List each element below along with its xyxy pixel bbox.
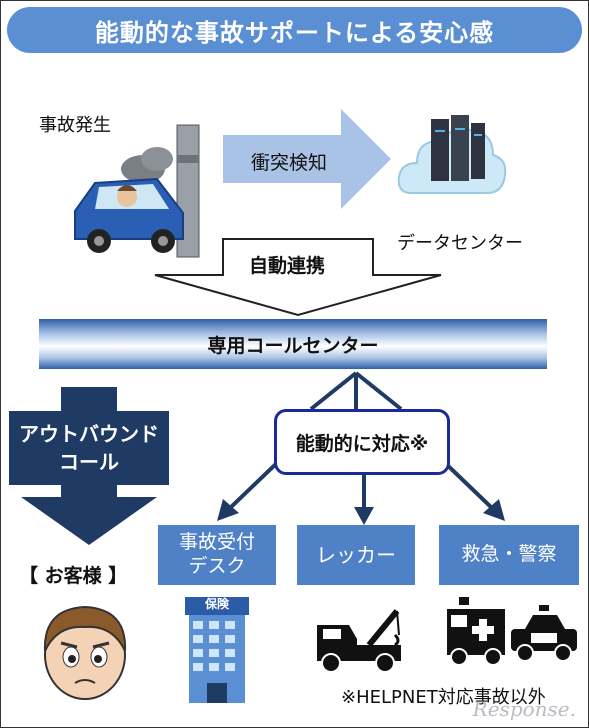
accident-desk-box: 事故受付 デスク [158,525,276,585]
accident-desk-line2: デスク [188,555,246,577]
proactive-response-box: 能動的に対応※ [274,409,450,475]
tow-truck-icon [317,609,401,673]
auto-link-label: 自動連携 [249,255,326,277]
police-car-icon [511,605,577,662]
ambulance-icon [447,597,505,666]
call-center-bar: 専用コールセンター [39,319,547,369]
auto-link-arrow [154,238,442,317]
outbound-call-box: アウトバウンド コール [9,411,169,485]
customer-label: 【 お客様 】 [19,565,128,587]
car-crash-icon [74,124,200,258]
datacenter-label: データセンター [397,233,523,254]
watermark-logo: Response. [472,697,576,721]
collision-label: 衝突検知 [251,152,328,174]
call-center-label: 専用コールセンター [207,334,379,357]
outbound-line1: アウトバウンド [19,422,159,446]
emergency-box: 救急・警察 [439,525,579,585]
dispatch-arrows [217,371,505,525]
emergency-label: 救急・警察 [461,543,557,566]
title-text: 能動的な事故サポートによる安心感 [94,18,495,47]
datacenter-cloud-icon [397,115,507,194]
outbound-line2: コール [59,450,119,474]
worried-customer-icon [43,605,127,700]
proactive-label: 能動的に対応※ [295,432,429,455]
building-sign: 保険 [204,597,229,611]
tow-truck-label: レッカー [316,542,396,567]
accident-desk-line1: 事故受付 [178,531,255,554]
insurance-building-icon [185,597,249,703]
title-banner: 能動的な事故サポートによる安心感 [7,7,582,53]
collision-arrow [223,109,391,209]
tow-truck-box: レッカー [297,525,415,585]
footnote: ※HELPNET対応事故以外 [341,687,546,708]
accident-label: 事故発生 [39,115,111,136]
